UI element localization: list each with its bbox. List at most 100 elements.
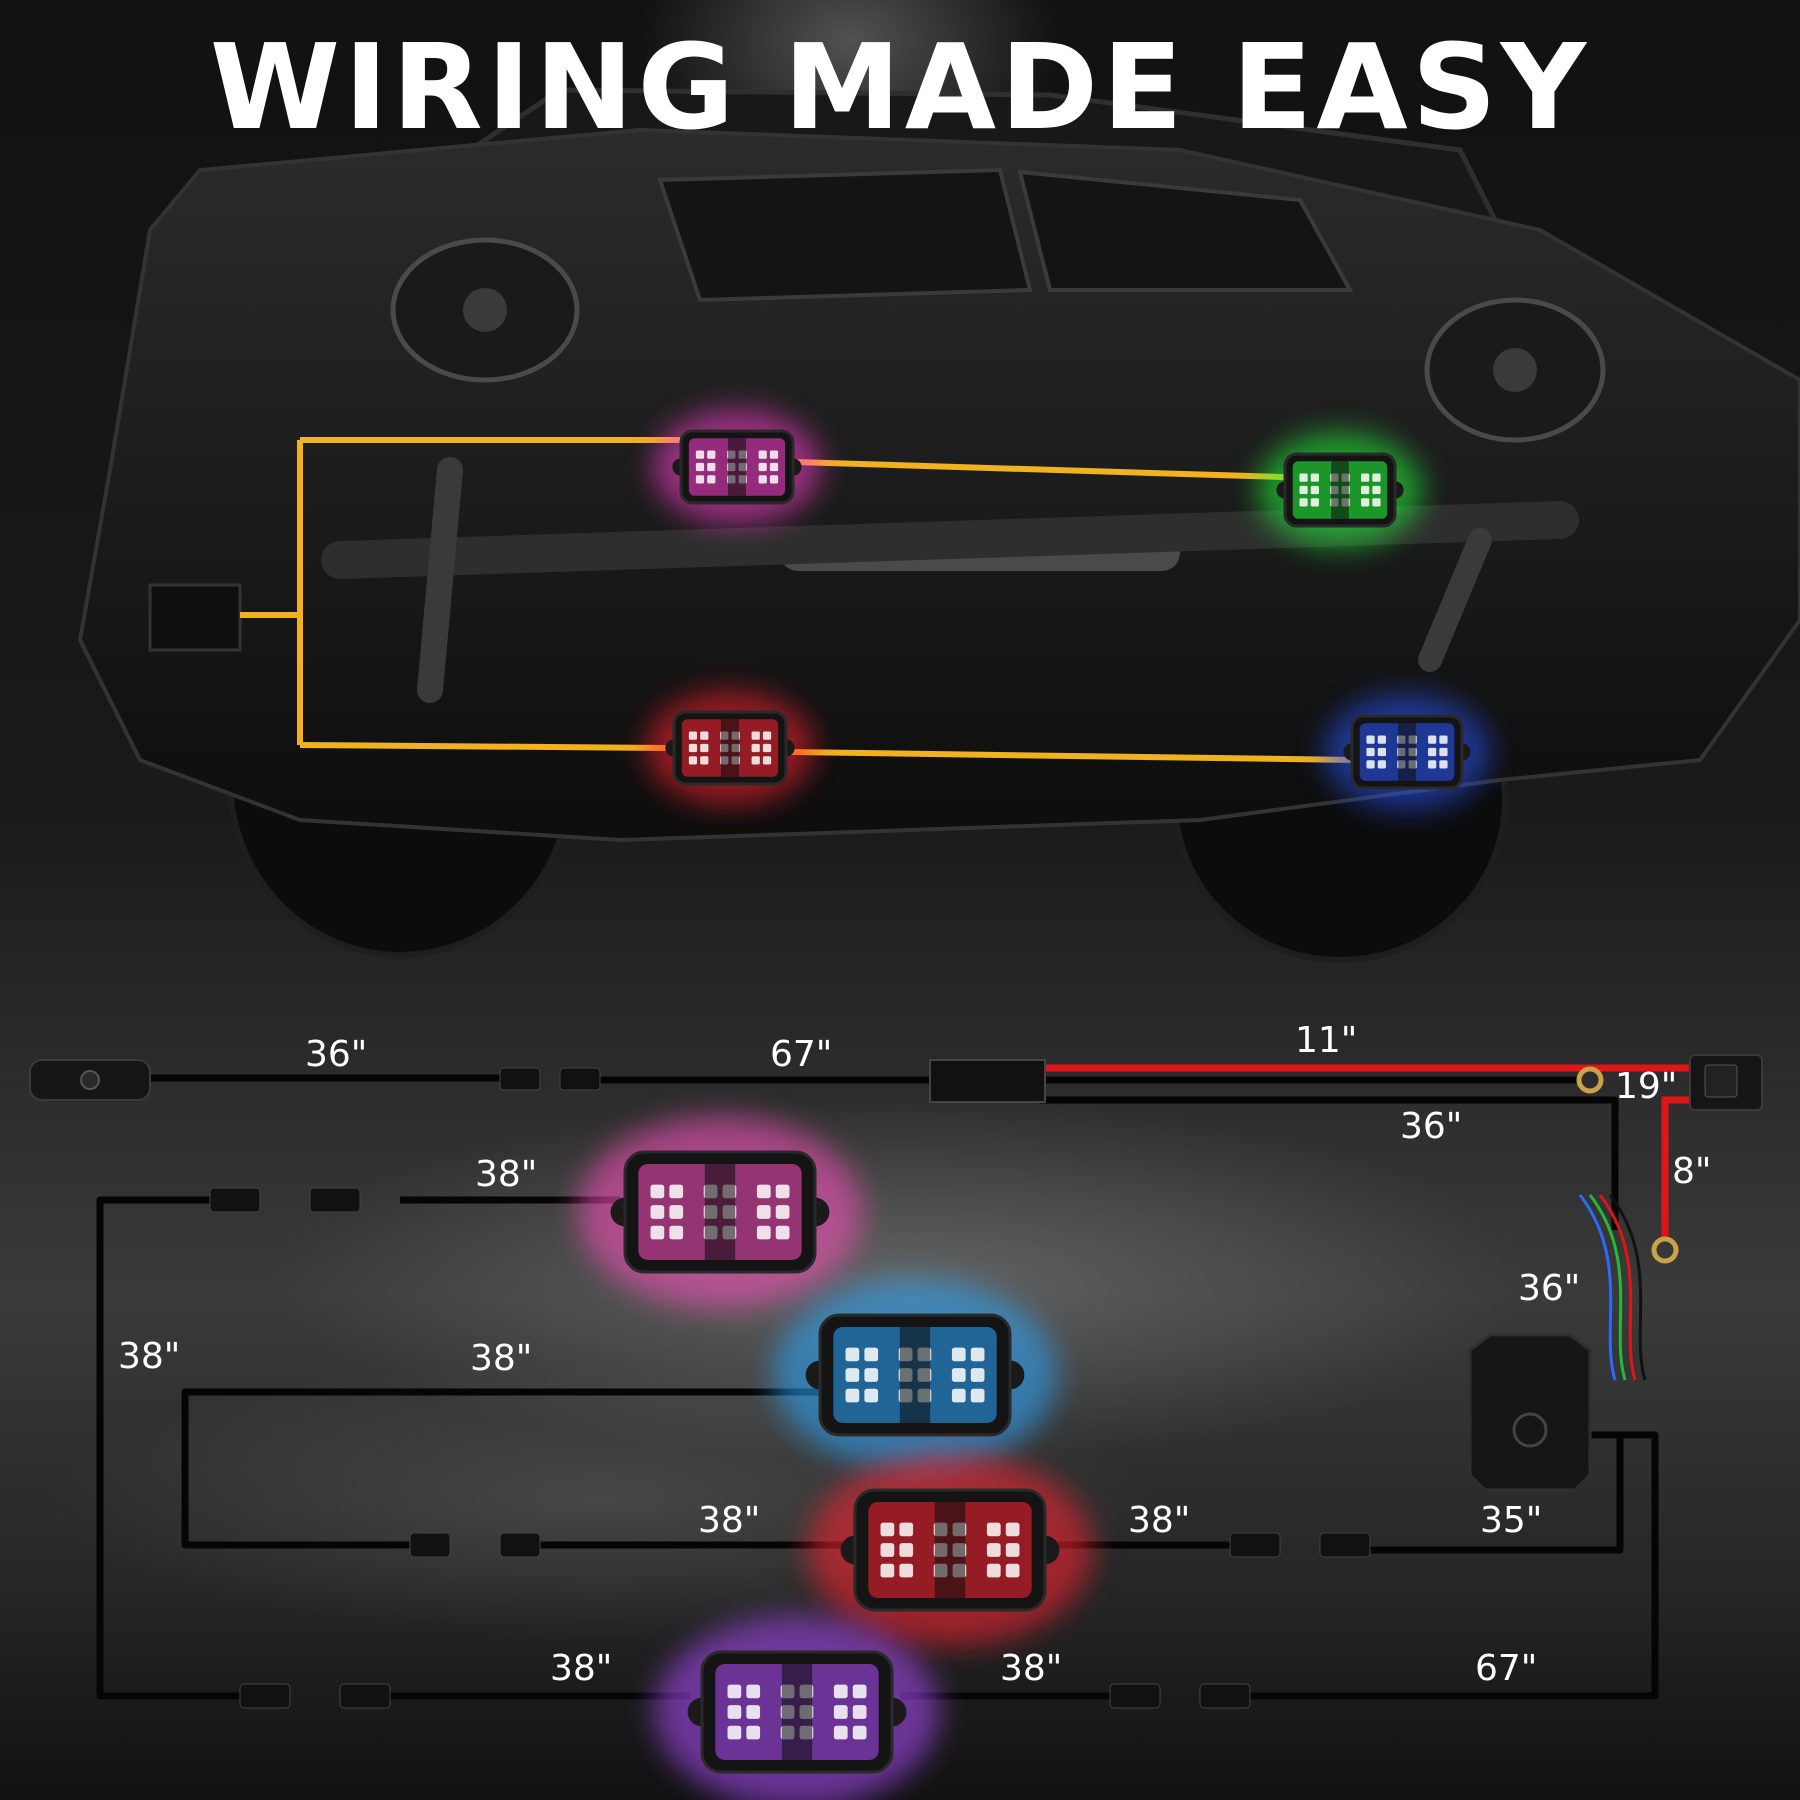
label-pod2-lead: 38"	[470, 1338, 532, 1379]
pod-magenta-front-left-led	[758, 475, 767, 484]
label-ground: 19"	[1615, 1066, 1677, 1107]
pod-pink-center-divider	[704, 1164, 736, 1260]
pod-green-front-right-led	[1299, 473, 1308, 482]
pod-pink-led	[669, 1205, 684, 1219]
pod-blue-rear-right-led	[1377, 735, 1386, 744]
pod-green-front-right-led	[1310, 485, 1319, 495]
hub-front-right	[1493, 348, 1537, 392]
control-box-vehicle	[148, 583, 242, 652]
pod-red-led	[986, 1522, 1001, 1537]
pod-green-front-right-led	[1299, 485, 1308, 495]
label-harness-to-controller: 36"	[1400, 1106, 1462, 1147]
pod-blue-rear-right-led	[1439, 735, 1448, 744]
door-panel-front	[657, 167, 1033, 303]
pod-magenta-front-left-led	[758, 450, 767, 459]
label-pod4-left: 38"	[550, 1648, 612, 1689]
rgb-strand-blue	[1578, 1194, 1617, 1381]
pod-purple-led	[852, 1705, 867, 1719]
inline-connector-2b	[309, 1187, 361, 1213]
pod-red-rear-left-led	[700, 743, 709, 753]
pod-red-led	[880, 1522, 895, 1537]
pod-red-rear-left	[646, 690, 814, 806]
fuse-ring-terminal	[1651, 1236, 1679, 1264]
pod-pink-led	[756, 1184, 771, 1199]
pod-green-front-right	[1257, 432, 1423, 548]
diagram-wires	[96, 1074, 1659, 1700]
label-extension: 67"	[770, 1034, 832, 1075]
pod-red-rear-left-led	[762, 756, 772, 765]
pod-purple-led	[727, 1725, 742, 1740]
pod-pink-led	[756, 1225, 771, 1240]
pod-red-led	[1005, 1543, 1020, 1557]
pod-red-rear-left-led	[688, 731, 698, 740]
pod-magenta-front-left-led	[707, 475, 716, 484]
pod-pink-led	[650, 1205, 665, 1219]
rocker-switch-paddle	[1704, 1064, 1738, 1098]
pod-blue-rear-right-led	[1377, 760, 1386, 769]
pod-blue-rear-right-led	[1439, 747, 1448, 757]
pod-pink-led	[775, 1184, 790, 1199]
pod-cyan-led	[970, 1347, 985, 1362]
pod-purple-led	[833, 1705, 848, 1719]
pod-red-led	[986, 1543, 1001, 1557]
pod-purple-led	[746, 1684, 761, 1699]
pod-red-rear-left-center-divider	[721, 719, 739, 777]
pod-blue-rear-right-led	[1366, 747, 1375, 757]
controller-logo-icon	[1512, 1412, 1548, 1448]
pod-green-front-right-led	[1361, 485, 1370, 495]
inline-connector-1b	[559, 1067, 601, 1091]
inline-connector-6a	[1109, 1683, 1161, 1709]
pod-cyan-led	[864, 1388, 879, 1403]
pod-red-center-divider	[934, 1502, 966, 1598]
pod-magenta-front-left-led	[695, 475, 705, 484]
inline-connector-3b	[499, 1532, 541, 1558]
pod-red-rear-left-led	[700, 756, 709, 765]
label-controller-rgb: 36"	[1518, 1268, 1580, 1309]
pod-purple	[654, 1616, 940, 1800]
pod-pink-led	[650, 1225, 665, 1240]
vehicle	[77, 87, 1800, 963]
rgb-strand-black	[1608, 1194, 1647, 1381]
pod-magenta-front-left-led	[769, 450, 779, 459]
label-controller-out-a: 35"	[1480, 1500, 1542, 1541]
pod-cyan-center-divider	[899, 1327, 931, 1423]
pod-magenta-front-left-led	[707, 462, 716, 472]
pod-red-led	[899, 1543, 914, 1557]
pod-cyan-led	[951, 1368, 966, 1382]
wire-pod2-lead	[181, 1388, 820, 1549]
pod-red-led	[899, 1563, 914, 1578]
pod-pink-led	[756, 1205, 771, 1219]
label-red-power: 11"	[1295, 1020, 1357, 1061]
diagram-components	[29, 1054, 1763, 1709]
pod-cyan-led	[864, 1368, 879, 1382]
pod-magenta-front-left-led	[769, 462, 779, 472]
label-pod3-right: 38"	[1128, 1500, 1190, 1541]
pod-cyan-led	[970, 1368, 985, 1382]
pod-cyan-led	[864, 1347, 879, 1362]
inline-connector-3a	[409, 1532, 451, 1558]
pod-red-led	[986, 1563, 1001, 1578]
label-pod4-right: 38"	[1000, 1648, 1062, 1689]
inline-connector-5b	[339, 1683, 391, 1709]
wire-controller-out-b	[1230, 1431, 1659, 1700]
pod-red-led	[880, 1563, 895, 1578]
pod-purple-led	[746, 1705, 761, 1719]
inline-connector-2a	[209, 1187, 261, 1213]
wire-left-outer-loop	[96, 1196, 240, 1700]
pod-blue-rear-right-center-divider	[1398, 723, 1416, 781]
pod-purple-center-divider	[781, 1664, 813, 1760]
wire-harness-to-controller	[1040, 1096, 1619, 1230]
pod-blue-rear-right-led	[1439, 760, 1448, 769]
pod-magenta-front-left-center-divider	[728, 438, 746, 496]
pod-magenta-front-left-led	[695, 462, 705, 472]
remote-switch-button-icon	[80, 1070, 100, 1090]
label-pod3-left: 38"	[698, 1500, 760, 1541]
pod-blue-rear-right-led	[1428, 747, 1437, 757]
pod-magenta-front-left-led	[758, 462, 767, 472]
pod-red-rear-left-led	[751, 743, 760, 753]
rgb-strand-green	[1588, 1194, 1627, 1381]
axle-strut-right	[1418, 528, 1492, 672]
door-panel-rear	[1017, 169, 1354, 292]
